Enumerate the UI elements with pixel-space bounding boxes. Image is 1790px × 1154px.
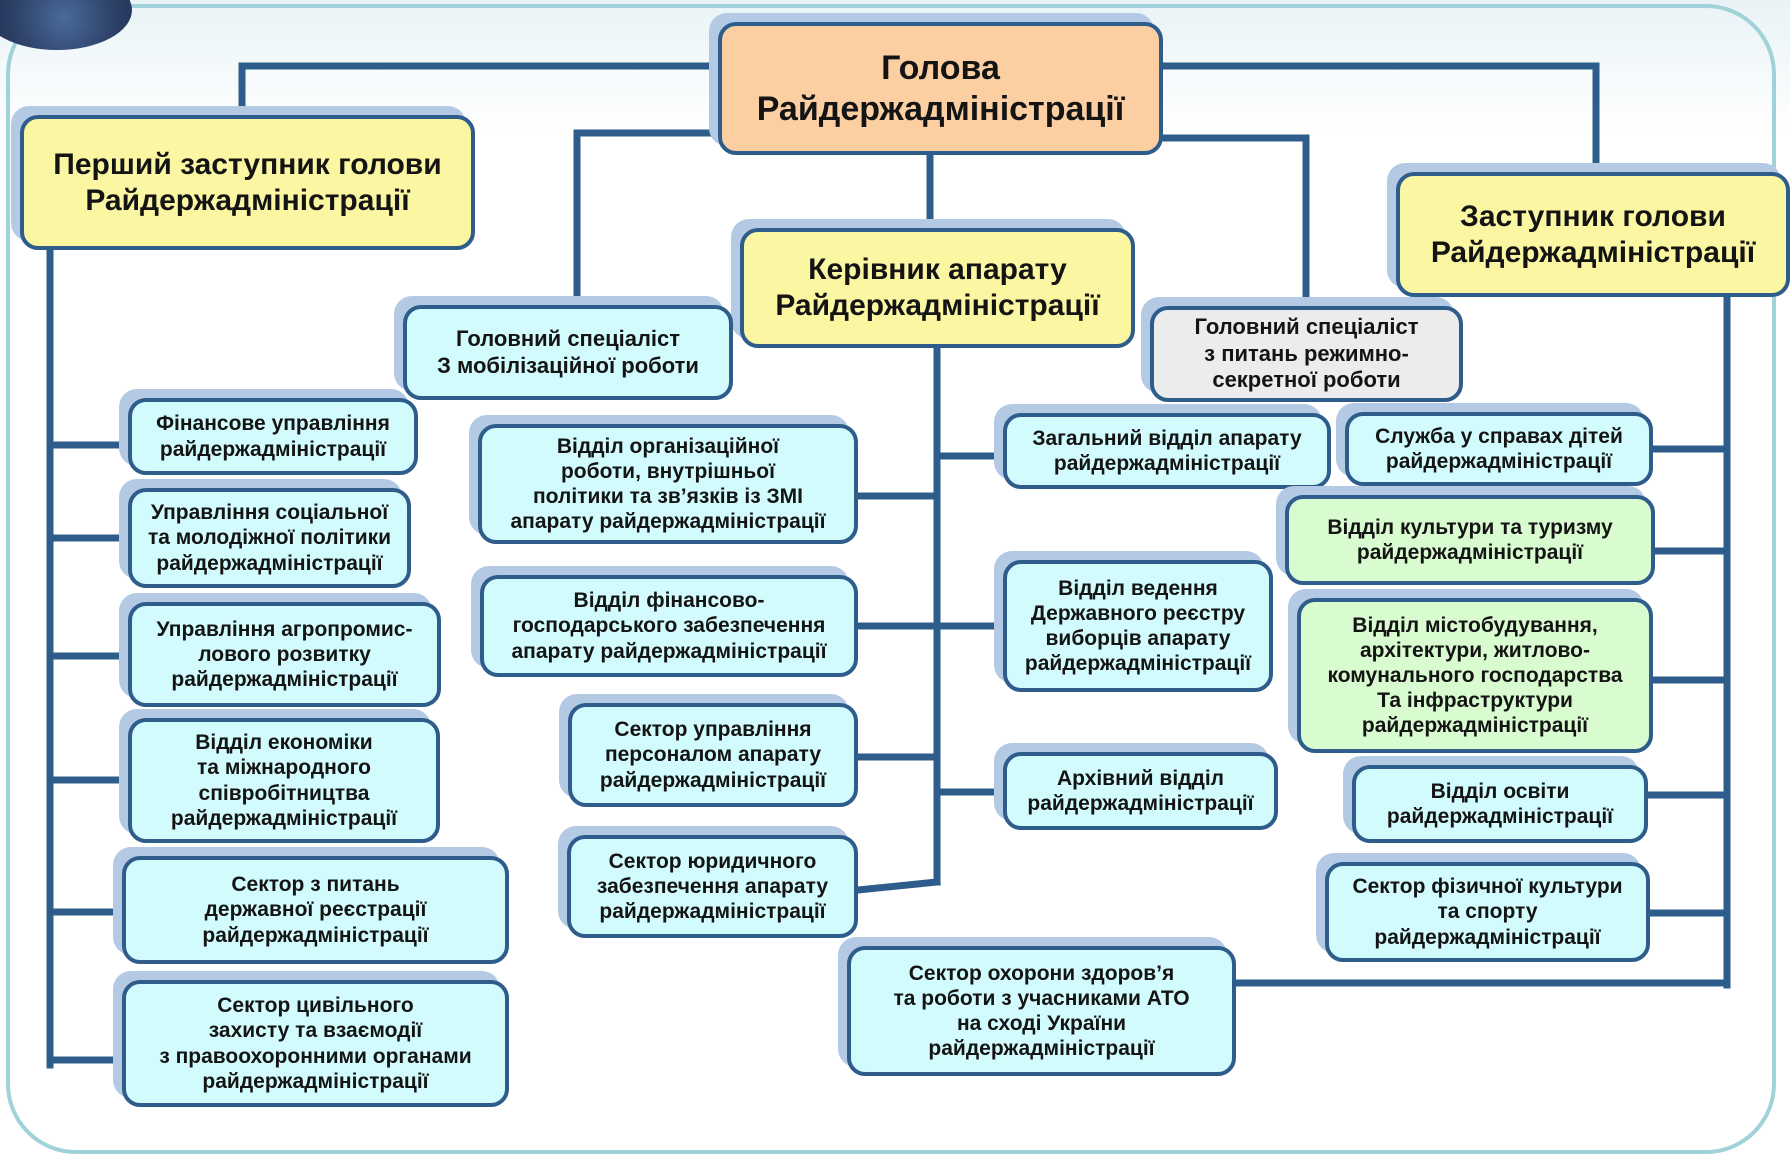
right-item-4-label: Сектор фізичної культури та спорту райде… xyxy=(1352,875,1623,949)
right-item-2-label: Відділ містобудування, архітектури, житл… xyxy=(1327,613,1623,738)
left-item-5-label: Сектор цивільного захисту та взаємодії з… xyxy=(159,994,472,1093)
center-left-item-3: Сектор юридичного забезпечення апарату р… xyxy=(567,835,858,938)
left-item-1: Управління соціальної та молодіжної полі… xyxy=(128,488,411,588)
left-item-2-label: Управління агропромис- лового розвитку р… xyxy=(156,617,413,692)
center-right-item-1-label: Відділ ведення Державного реєстру виборц… xyxy=(1024,576,1252,676)
connector-head-mobilization xyxy=(573,129,722,309)
mobilization-specialist-label: Головний спеціаліст З мобілізаційної роб… xyxy=(437,326,699,378)
right-item-3: Відділ освіти райдержадміністрації xyxy=(1352,765,1648,843)
center-left-item-1: Відділ фінансово- господарського забезпе… xyxy=(480,575,858,677)
health-sector-label: Сектор охорони здоров’я та роботи з учас… xyxy=(893,961,1190,1061)
right-item-4: Сектор фізичної культури та спорту райде… xyxy=(1325,862,1650,962)
right-item-3-label: Відділ освіти райдержадміністрації xyxy=(1386,779,1614,828)
connector-lines xyxy=(46,62,1731,1069)
center-left-item-3-label: Сектор юридичного забезпечення апарату р… xyxy=(596,849,829,924)
center-left-item-0-label: Відділ організаційної роботи, внутрішньо… xyxy=(510,434,826,534)
chief-of-staff-label: Керівник апарату Райдержадміністрації xyxy=(775,253,1100,322)
left-item-4: Сектор з питань державної реєстрації рай… xyxy=(122,856,509,964)
center-right-item-0-label: Загальний відділ апарату райдержадмініст… xyxy=(1032,426,1302,475)
head-box: Голова Райдержадміністрації xyxy=(718,22,1163,155)
head-label: Голова Райдержадміністрації xyxy=(756,48,1125,128)
right-item-0: Служба у справах дітей райдержадміністра… xyxy=(1345,412,1653,486)
center-left-item-0: Відділ організаційної роботи, внутрішньо… xyxy=(478,424,858,544)
regime-specialist-box: Головний спеціаліст з питань режимно- се… xyxy=(1150,306,1463,402)
center-right-item-2-label: Архівний відділ райдержадміністрації xyxy=(1027,766,1254,815)
center-left-item-1-label: Відділ фінансово- господарського забезпе… xyxy=(511,589,827,663)
connector-head-regime xyxy=(1159,134,1310,314)
center-left-item-2: Сектор управління персоналом апарату рай… xyxy=(568,703,858,807)
health-sector-box: Сектор охорони здоров’я та роботи з учас… xyxy=(847,946,1236,1076)
left-item-1-label: Управління соціальної та молодіжної полі… xyxy=(147,501,392,575)
left-item-0: Фінансове управління райдержадміністраці… xyxy=(128,398,418,475)
center-left-item-2-label: Сектор управління персоналом апарату рай… xyxy=(599,718,827,792)
right-item-1: Відділ культури та туризму райдержадміні… xyxy=(1285,495,1655,585)
first-deputy-box: Перший заступник голови Райдержадміністр… xyxy=(20,115,475,250)
left-item-2: Управління агропромис- лового розвитку р… xyxy=(128,602,441,707)
center-right-item-1: Відділ ведення Державного реєстру виборц… xyxy=(1003,560,1273,692)
right-item-0-label: Служба у справах дітей райдержадміністра… xyxy=(1375,424,1623,473)
left-item-0-label: Фінансове управління райдержадміністраці… xyxy=(156,412,390,461)
left-item-3: Відділ економіки та міжнародного співроб… xyxy=(128,718,440,843)
connector-head-first-deputy xyxy=(238,62,722,119)
mobilization-specialist-box: Головний спеціаліст З мобілізаційної роб… xyxy=(403,305,733,400)
left-item-4-label: Сектор з питань державної реєстрації рай… xyxy=(202,873,429,947)
first-deputy-label: Перший заступник голови Райдержадміністр… xyxy=(53,147,442,217)
regime-specialist-label: Головний спеціаліст з питань режимно- се… xyxy=(1194,314,1419,393)
right-item-1-label: Відділ культури та туризму райдержадміні… xyxy=(1327,515,1613,564)
deputy-box: Заступник голови Райдержадміністрації xyxy=(1396,172,1790,297)
left-item-5: Сектор цивільного захисту та взаємодії з… xyxy=(122,980,509,1107)
chief-of-staff-box: Керівник апарату Райдержадміністрації xyxy=(740,228,1135,348)
left-item-3-label: Відділ економіки та міжнародного співроб… xyxy=(170,731,398,830)
center-right-item-0: Загальний відділ апарату райдержадмініст… xyxy=(1003,413,1331,489)
connector-head-deputy xyxy=(1159,62,1600,176)
center-right-item-2: Архівний відділ райдержадміністрації xyxy=(1003,752,1278,830)
right-item-2: Відділ містобудування, архітектури, житл… xyxy=(1297,598,1653,753)
deputy-label: Заступник голови Райдержадміністрації xyxy=(1430,199,1756,269)
